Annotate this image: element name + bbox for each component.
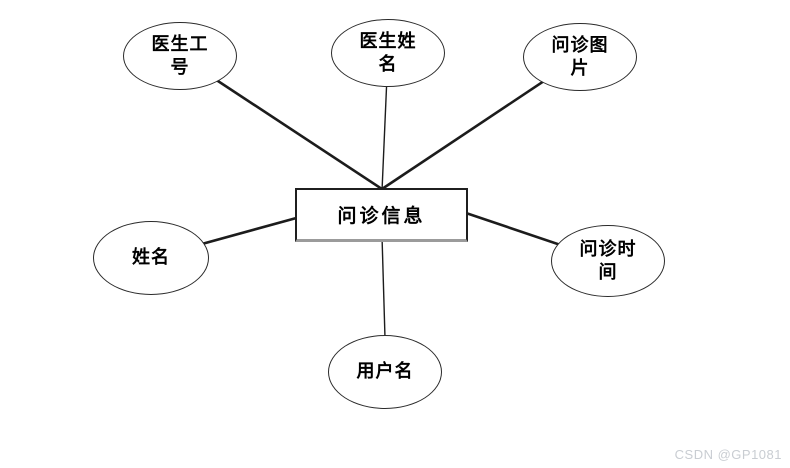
attribute-ellipse-consult-time: 问诊时间 xyxy=(551,225,665,297)
attribute-ellipse-doctor-id: 医生工号 xyxy=(123,22,237,90)
attribute-ellipse-consult-image: 问诊图片 xyxy=(523,23,637,91)
attribute-label-doctor-name: 医生姓名 xyxy=(359,30,417,74)
attribute-ellipse-name: 姓名 xyxy=(93,221,209,295)
attribute-label-consult-image: 问诊图片 xyxy=(551,34,609,78)
csdn-watermark: CSDN @GP1081 xyxy=(674,447,782,462)
attribute-label-consult-time: 问诊时间 xyxy=(579,238,637,282)
attribute-ellipse-doctor-name: 医生姓名 xyxy=(331,19,445,87)
entity-label: 问诊信息 xyxy=(337,206,426,227)
attribute-ellipse-username: 用户名 xyxy=(328,335,442,409)
attribute-label-doctor-id: 医生工号 xyxy=(151,33,209,77)
attribute-label-username: 用户名 xyxy=(356,361,414,382)
entity-rect-consultation-info: 问诊信息 xyxy=(295,188,468,242)
attribute-label-name: 姓名 xyxy=(132,247,170,268)
